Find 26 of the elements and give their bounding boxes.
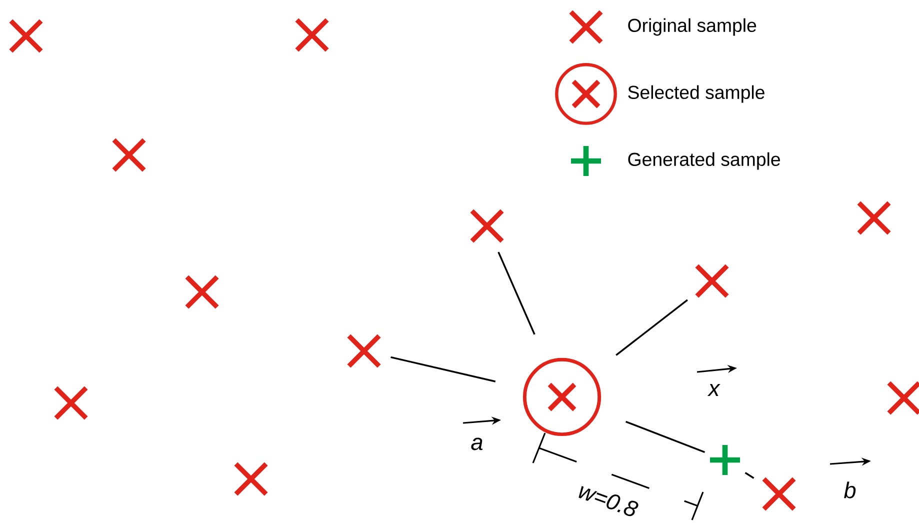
cross-marker	[54, 386, 88, 420]
legend-text: Generated sample	[628, 152, 780, 170]
plus-marker	[707, 442, 743, 478]
dimension-label: w=0.8	[573, 478, 643, 522]
cross-marker	[234, 462, 268, 496]
cross-marker	[112, 138, 146, 172]
circled-cross-marker	[522, 358, 602, 436]
cross-marker	[694, 264, 730, 298]
legend-text: Original sample	[628, 18, 756, 36]
connector-line	[744, 472, 754, 479]
cross-marker	[294, 18, 330, 52]
connector-line	[498, 252, 536, 335]
cross-marker	[184, 274, 220, 310]
vector-label: b	[844, 482, 856, 498]
vector-label: x	[707, 384, 720, 396]
vector-label: a	[471, 438, 483, 450]
legend-text: Selected sample	[628, 85, 764, 103]
cross-marker	[886, 380, 919, 416]
connector-line	[390, 356, 496, 382]
connector-line	[626, 420, 706, 453]
cross-marker	[8, 18, 44, 54]
cross-marker	[762, 476, 796, 512]
cross-marker	[856, 200, 892, 236]
cross-marker	[470, 208, 504, 244]
cross-marker	[346, 334, 382, 368]
connector-line	[616, 299, 688, 356]
